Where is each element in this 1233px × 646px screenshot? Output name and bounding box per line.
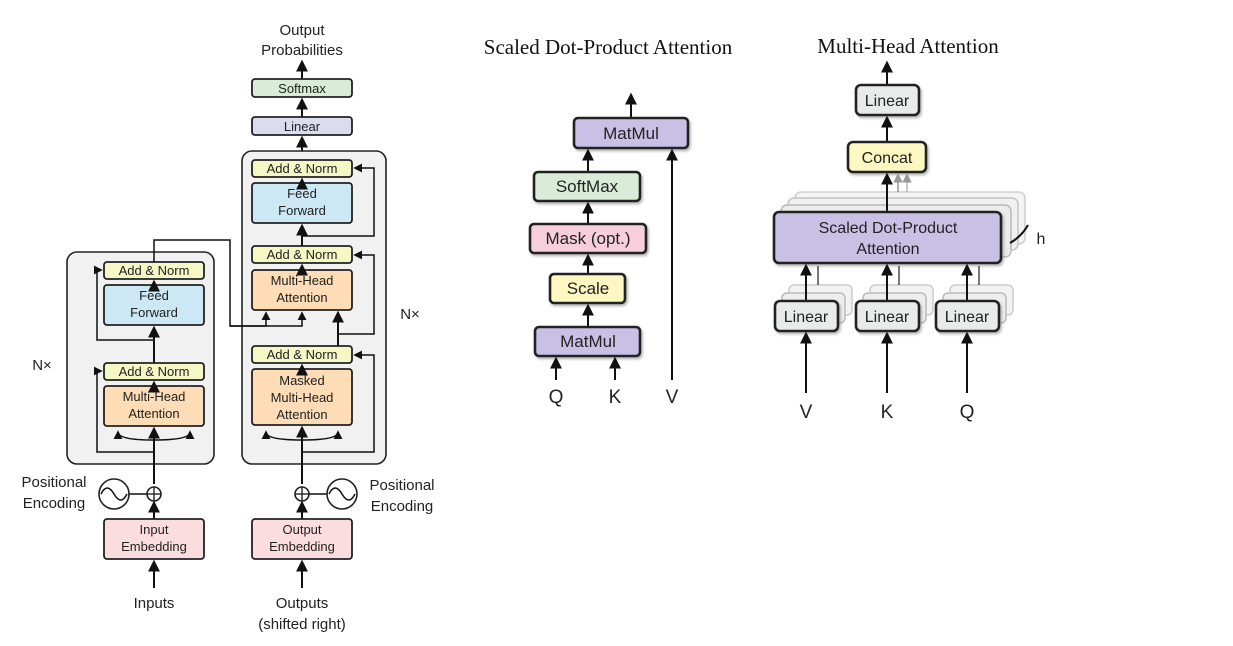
encoder-add-norm-bottom <box>103 362 205 381</box>
output-emb-label-1: Output <box>282 522 321 537</box>
decoder-add-norm-mid <box>251 245 353 264</box>
output-probabilities-label-2: Probabilities <box>261 42 343 59</box>
sdpa-matmul-bottom <box>533 325 642 358</box>
mha-linear-q <box>934 299 1001 333</box>
decoder-masked-label-1: Masked <box>279 373 325 388</box>
encoder-to-decoder-v <box>230 311 307 327</box>
encoder-residual-ff <box>93 265 154 341</box>
linear-box <box>251 116 353 136</box>
mha-q-label: Q <box>960 402 975 423</box>
multi-head-title: Multi-Head Attention <box>817 34 999 58</box>
pos-enc-right-label-2: Encoding <box>371 498 434 515</box>
encoder-to-decoder-k <box>153 239 271 327</box>
mha-linear-k-label: Linear <box>865 309 910 326</box>
pos-enc-right-label-1: Positional <box>369 477 434 494</box>
encoder-ff-label-1: Feed <box>139 288 169 303</box>
inputs-label: Inputs <box>134 595 175 612</box>
sdpa-softmax <box>532 170 642 203</box>
encoder-add-norm-bottom-label: Add & Norm <box>119 364 190 379</box>
decoder-masked-label-3: Attention <box>276 407 327 422</box>
decoder-ff-label-2: Forward <box>278 203 326 218</box>
sdpa-q-label: Q <box>549 387 564 408</box>
output-probabilities-label-1: Output <box>279 22 325 39</box>
mha-linear-k <box>854 299 921 333</box>
mha-sdpa-box <box>772 210 1003 265</box>
decoder-add-norm-bottom <box>251 345 353 364</box>
encoder-split-left <box>113 430 155 441</box>
decoder-add-norm-top <box>251 159 353 178</box>
sdpa-softmax-label: SoftMax <box>556 177 619 196</box>
decoder-ff-label-1: Feed <box>287 186 317 201</box>
mha-k-label: K <box>881 402 894 423</box>
sdpa-k-label: K <box>609 387 622 408</box>
pos-enc-left-sine <box>100 487 128 501</box>
decoder-masked-label-2: Multi-Head <box>271 390 334 405</box>
sdpa-matmul-top <box>572 116 690 150</box>
encoder-add-norm-top-label: Add & Norm <box>119 263 190 278</box>
decoder-add-norm-mid-label: Add & Norm <box>267 247 338 262</box>
input-embedding-box <box>103 518 205 560</box>
decoder-split-right <box>301 430 343 441</box>
encoder-mha-label-1: Multi-Head <box>123 389 186 404</box>
pos-enc-left-label-2: Encoding <box>23 495 86 512</box>
decoder-residual-mha <box>338 250 375 335</box>
mha-sdpa-label-1: Scaled Dot-Product <box>819 220 958 237</box>
scaled-dot-title: Scaled Dot-Product Attention <box>484 35 733 59</box>
mha-concat-label: Concat <box>862 150 913 167</box>
decoder-split-left <box>261 430 303 441</box>
mha-concat <box>846 140 928 174</box>
encoder-split-right <box>153 430 195 441</box>
mha-linear-top-label: Linear <box>865 93 910 110</box>
decoder-mha-label-2: Attention <box>276 290 327 305</box>
transformer-diagram: Output Probabilities Softmax Linear N× N… <box>21 22 434 633</box>
output-embedding-box <box>251 518 353 560</box>
multi-head-diagram: Multi-Head Attention Linear Concat Scale… <box>772 34 1046 423</box>
mha-v-label: V <box>800 402 813 423</box>
sdpa-v-label: V <box>666 387 679 408</box>
pos-enc-right-sine <box>328 487 356 501</box>
outputs-label-2: (shifted right) <box>258 616 346 633</box>
linear-label: Linear <box>284 119 321 134</box>
decoder-residual-ff <box>302 163 375 237</box>
decoder-nx-label: N× <box>400 306 420 323</box>
decoder-add-norm-top-label: Add & Norm <box>267 161 338 176</box>
softmax-label: Softmax <box>278 81 326 96</box>
input-emb-label-2: Embedding <box>121 539 187 554</box>
decoder-mha-label-1: Multi-Head <box>271 273 334 288</box>
sdpa-matmul-top-label: MatMul <box>603 124 659 143</box>
sdpa-mask-label: Mask (opt.) <box>545 229 630 248</box>
output-emb-label-2: Embedding <box>269 539 335 554</box>
mha-linear-v <box>773 299 840 333</box>
sdpa-mask <box>528 222 648 255</box>
encoder-block <box>66 251 215 465</box>
encoder-ff-label-2: Forward <box>130 305 178 320</box>
outputs-label-1: Outputs <box>276 595 329 612</box>
h-bracket <box>1009 224 1029 244</box>
mha-sdpa-label-2: Attention <box>856 241 919 258</box>
sdpa-scale-label: Scale <box>567 279 610 298</box>
decoder-add-norm-bottom-label: Add & Norm <box>267 347 338 362</box>
decoder-residual-masked <box>302 350 375 453</box>
encoder-nx-label: N× <box>32 357 52 374</box>
mha-linear-v-label: Linear <box>784 309 829 326</box>
softmax-box <box>251 78 353 98</box>
sdpa-scale <box>548 272 627 305</box>
pos-enc-left-label-1: Positional <box>21 474 86 491</box>
scaled-dot-product-diagram: Scaled Dot-Product Attention MatMul Soft… <box>484 35 733 408</box>
mha-h-label: h <box>1037 231 1046 248</box>
input-emb-label-1: Input <box>140 522 169 537</box>
encoder-residual-mha <box>93 366 154 453</box>
mha-linear-top <box>854 83 921 117</box>
mha-linear-q-label: Linear <box>945 309 990 326</box>
encoder-mha-label-2: Attention <box>128 406 179 421</box>
sdpa-matmul-bottom-label: MatMul <box>560 332 616 351</box>
